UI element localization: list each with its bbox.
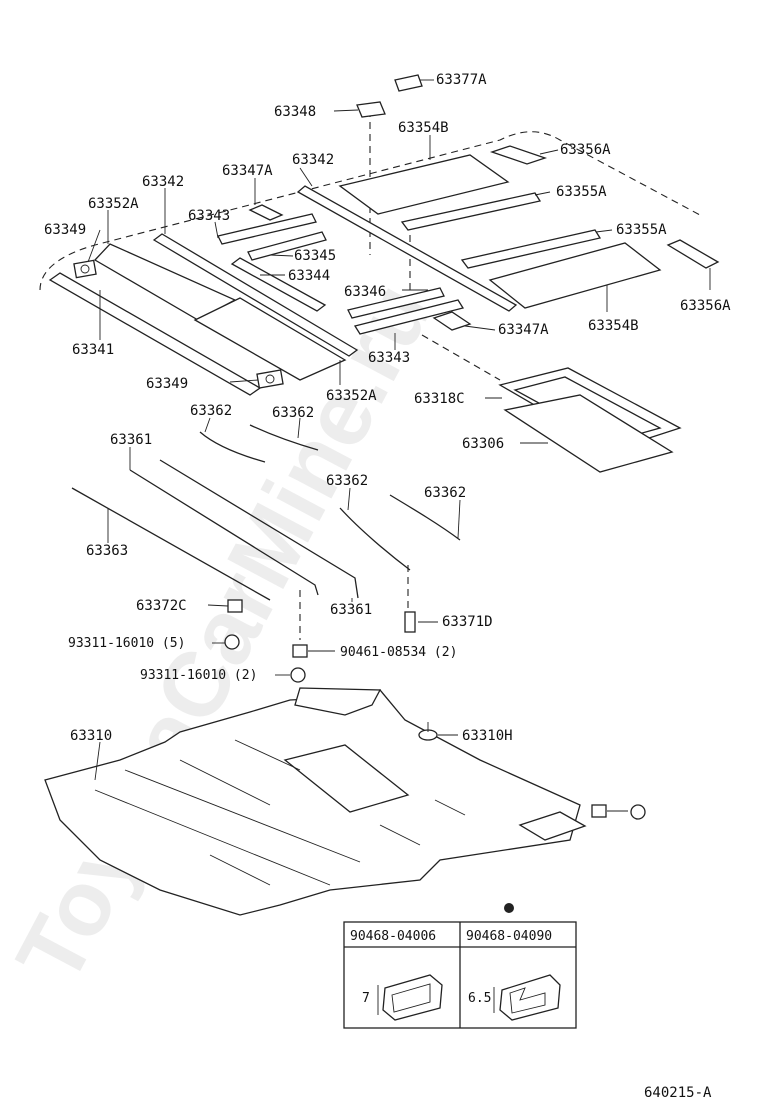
label-63318C: 63318C [414,391,465,407]
label-63347A-top: 63347A [222,163,273,179]
label-63348: 63348 [274,104,316,120]
strip-63355A-b [460,229,613,269]
pad-63347A-top [248,178,284,221]
labels: 63377A 63348 63354B 63356A 63342 63347A … [44,72,731,744]
pad-63356A-top [489,145,559,165]
label-63362-d: 63362 [424,485,466,501]
panel-63352A-bot [193,297,347,385]
label-63362-c: 63362 [326,473,368,489]
label-63377A: 63377A [436,72,487,88]
label-63362-b: 63362 [272,405,314,421]
side-clip [591,804,646,820]
label-63349-top: 63349 [44,222,86,238]
label-63342-a: 63342 [292,152,334,168]
label-63310: 63310 [70,728,112,744]
clip-90461 [292,644,335,658]
fastener-right-icon: 6.5 [468,974,561,1021]
table-clip-icon [504,903,514,913]
pad-63356A-right [666,239,720,290]
wire-63362-d [389,494,461,541]
fastener-left-icon: 7 [362,974,443,1021]
wire-63362-a [199,417,266,463]
rod-63361-bot [159,459,359,602]
label-93311-5: 93311-16010 (5) [68,636,185,651]
strip-63343-bot [353,299,465,350]
strip-63344 [230,257,327,312]
label-63361-bot: 63361 [330,602,372,618]
clip-63372C [207,599,243,613]
label-63356A-right: 63356A [680,298,731,314]
label-93311-2: 93311-16010 (2) [140,668,257,683]
screw-93311-5 [212,634,240,650]
pad-63348 [333,101,386,118]
label-63341: 63341 [72,342,114,358]
label-63371D: 63371D [442,614,493,630]
label-63343-bot: 63343 [368,350,410,366]
rail-63342-left [152,188,359,357]
dim-right: 6.5 [468,991,491,1006]
floor-mat-63310 [44,687,587,916]
label-63354B-bot: 63354B [588,318,639,334]
label-63306: 63306 [462,436,504,452]
panel-63354B-bot [488,242,662,312]
strip-63345 [247,231,327,261]
label-63310H: 63310H [462,728,513,744]
strip-63355A-a [400,191,551,231]
wire-63362-c [339,487,411,571]
label-63361-top: 63361 [110,432,152,448]
fastener-table: 90468-04006 90468-04090 7 6.5 [343,903,577,1029]
screw-93311-2 [275,667,306,683]
label-63345: 63345 [294,248,336,264]
clip-63310H [418,722,458,741]
label-63372C: 63372C [136,598,187,614]
wire-63362-b [249,417,319,451]
label-63355A-b: 63355A [616,222,667,238]
label-63355A-a: 63355A [556,184,607,200]
clip-63349-bot [229,369,284,389]
label-63362-a: 63362 [190,403,232,419]
strip-63343-top [214,213,317,245]
pad-63377A [394,74,434,92]
dim-left: 7 [362,991,370,1006]
label-63344: 63344 [288,268,330,284]
strip-63346 [347,287,445,319]
rod-63363 [71,487,271,601]
diagram-code: 640215-A [644,1085,712,1101]
label-63346: 63346 [344,284,386,300]
label-90461: 90461-08534 (2) [340,645,457,660]
label-63352A-top: 63352A [88,196,139,212]
label-63349-bot: 63349 [146,376,188,392]
clip-63349-top [73,229,101,279]
label-63347A-bot: 63347A [498,322,549,338]
label-63356A-top: 63356A [560,142,611,158]
panel-63354B-top [338,135,510,215]
label-63342-b: 63342 [142,174,184,190]
table-header-right: 90468-04090 [466,929,552,944]
table-header-left: 90468-04006 [350,929,436,944]
label-63343-top: 63343 [188,208,230,224]
rod-63361-top [129,447,319,596]
label-63352A-bot: 63352A [326,388,377,404]
label-63363: 63363 [86,543,128,559]
label-63354B-top: 63354B [398,120,449,136]
clip-63371D [404,611,438,633]
rail-63342-right [296,167,518,312]
panel-63306 [503,394,674,473]
pad-63347A-bot [432,311,496,331]
